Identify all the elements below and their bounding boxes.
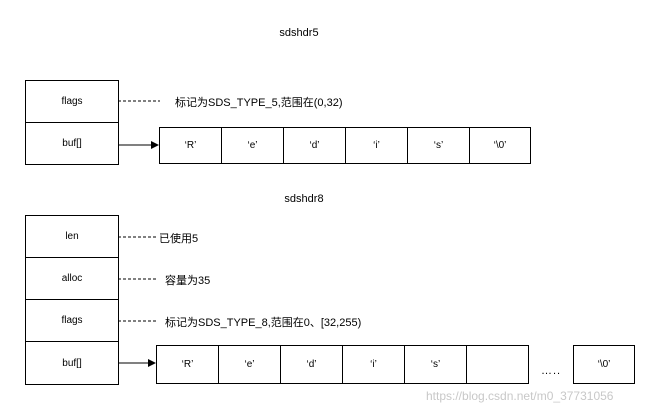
watermark: https://blog.csdn.net/m0_37731056 (426, 389, 614, 403)
buf5-cell: ‘d’ (283, 127, 346, 164)
buf5-cell: ‘s’ (407, 127, 470, 164)
buf8-ellipsis: ….. (541, 365, 562, 377)
sdshdr8-len-label: len (65, 231, 79, 242)
buf5-cell: ‘R’ (159, 127, 222, 164)
sdshdr8-alloc-note: 容量为35 (165, 275, 211, 287)
sdshdr8-flags-field: flags (25, 299, 119, 342)
buf5-cell: ‘e’ (221, 127, 284, 164)
sdshdr8-alloc-label: alloc (61, 273, 83, 284)
sdshdr5-flags-label: flags (61, 96, 83, 107)
buf8-cell: ‘e’ (218, 345, 281, 384)
sdshdr8-title: sdshdr8 (284, 193, 324, 205)
sdshdr8-len-field: len (25, 215, 119, 258)
buf5-cell: ‘\0’ (469, 127, 531, 164)
sdshdr5-flags-field: flags (25, 80, 119, 123)
buf8-cell: ‘d’ (280, 345, 343, 384)
sdshdr8-alloc-field: alloc (25, 257, 119, 300)
buf5-cell: ‘i’ (345, 127, 408, 164)
sdshdr8-len-note: 已使用5 (159, 233, 199, 245)
sdshdr5-flags-note: 标记为SDS_TYPE_5,范围在(0,32) (175, 97, 343, 109)
buf8-last-cell: ‘\0’ (573, 345, 635, 384)
buf8-cell: ‘R’ (156, 345, 219, 384)
sdshdr5-buf-field: buf[] (25, 122, 119, 165)
sdshdr8-flags-label: flags (61, 315, 83, 326)
sdshdr8-buf-field: buf[] (25, 341, 119, 385)
buf8-cell: ‘i’ (342, 345, 405, 384)
sdshdr8-flags-note: 标记为SDS_TYPE_8,范围在0、[32,255) (165, 317, 362, 329)
sdshdr8-buf-label: buf[] (62, 357, 82, 369)
buf8-cell: ‘s’ (404, 345, 467, 384)
sdshdr5-title: sdshdr5 (279, 27, 319, 39)
buf8-cell (466, 345, 529, 384)
sdshdr5-buf-label: buf[] (62, 138, 82, 149)
